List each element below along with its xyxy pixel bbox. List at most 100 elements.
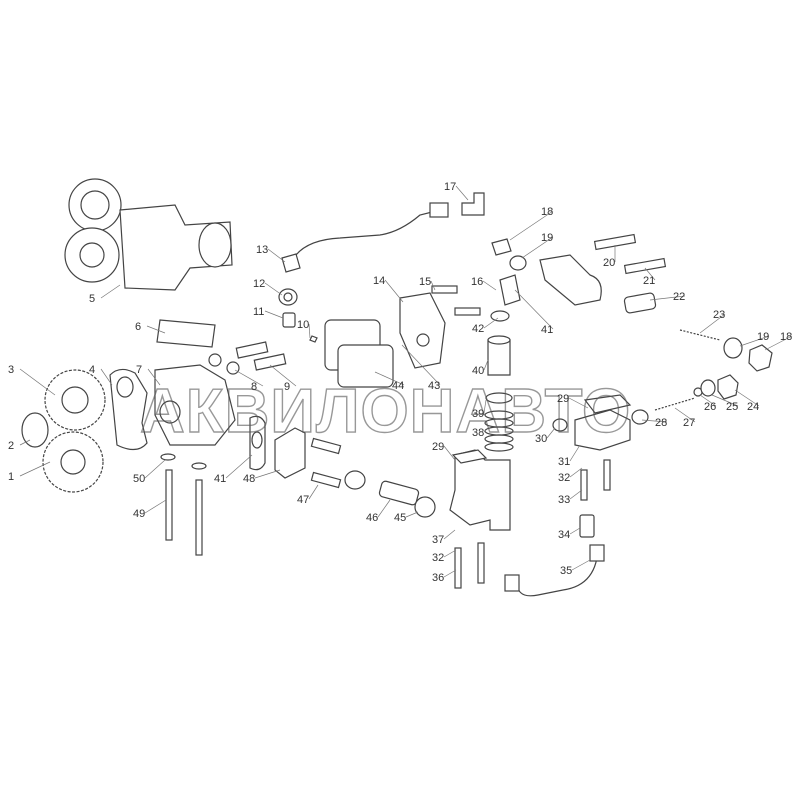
callout-22: 22 bbox=[673, 291, 685, 303]
callout-45: 45 bbox=[394, 512, 406, 524]
callout-19: 19 bbox=[541, 232, 553, 244]
part-drawings bbox=[21, 178, 773, 597]
callout-40: 40 bbox=[472, 365, 484, 377]
leader-line bbox=[571, 559, 591, 571]
callout-8: 8 bbox=[251, 381, 257, 393]
callout-21: 21 bbox=[643, 275, 655, 287]
leader-line bbox=[405, 511, 419, 518]
callout-43: 43 bbox=[428, 380, 440, 392]
callout-3: 3 bbox=[8, 364, 14, 376]
leader-line bbox=[764, 335, 793, 351]
leader-line bbox=[734, 389, 760, 407]
leader-line bbox=[546, 427, 556, 439]
callout-46: 46 bbox=[366, 512, 378, 524]
leader-line bbox=[269, 364, 297, 387]
callout-44: 44 bbox=[392, 380, 404, 392]
callout-17: 17 bbox=[444, 181, 456, 193]
leader-line bbox=[644, 267, 656, 281]
leader-line bbox=[401, 344, 441, 386]
leader-line bbox=[308, 323, 311, 339]
callout-9: 9 bbox=[284, 381, 290, 393]
leader-line bbox=[100, 368, 113, 386]
leader-line bbox=[483, 317, 499, 329]
callout-39: 39 bbox=[472, 408, 484, 420]
leader-line bbox=[509, 210, 554, 241]
assembled-pump bbox=[64, 178, 233, 291]
callout-29: 29 bbox=[557, 393, 569, 405]
callout-49: 49 bbox=[133, 508, 145, 520]
spring-38 bbox=[484, 410, 514, 452]
leader-line bbox=[483, 399, 487, 414]
callout-5: 5 bbox=[89, 293, 95, 305]
callout-48: 48 bbox=[243, 473, 255, 485]
leader-line bbox=[19, 461, 51, 477]
callout-12: 12 bbox=[253, 278, 265, 290]
callout-10: 10 bbox=[297, 319, 309, 331]
callout-30: 30 bbox=[535, 433, 547, 445]
leader-line bbox=[641, 419, 668, 423]
callout-26: 26 bbox=[704, 401, 716, 413]
callout-14: 14 bbox=[373, 275, 385, 287]
leader-line bbox=[264, 282, 283, 296]
callout-38: 38 bbox=[472, 427, 484, 439]
leader-line bbox=[483, 429, 487, 433]
leader-line bbox=[234, 369, 264, 387]
callout-34: 34 bbox=[558, 529, 570, 541]
leader-line bbox=[264, 310, 284, 319]
leader-line bbox=[443, 445, 456, 461]
leader-line bbox=[19, 439, 31, 446]
leader-line bbox=[569, 467, 583, 478]
leader-line bbox=[674, 407, 696, 423]
callout-27: 27 bbox=[683, 417, 695, 429]
leader-line bbox=[267, 248, 286, 263]
callout-4: 4 bbox=[89, 364, 95, 376]
leader-line bbox=[569, 527, 581, 535]
callout-29: 29 bbox=[432, 441, 444, 453]
leader-lines bbox=[19, 185, 793, 578]
callout-16: 16 bbox=[471, 276, 483, 288]
callout-11: 11 bbox=[253, 306, 264, 318]
leader-line bbox=[308, 484, 319, 500]
callout-13: 13 bbox=[256, 244, 268, 256]
leader-line bbox=[225, 454, 253, 479]
callout-35: 35 bbox=[560, 565, 572, 577]
callout-50: 50 bbox=[133, 473, 145, 485]
leader-line bbox=[521, 236, 554, 259]
callout-32: 32 bbox=[432, 552, 444, 564]
callout-19: 19 bbox=[757, 331, 769, 343]
callout-42: 42 bbox=[472, 323, 484, 335]
leader-line bbox=[569, 489, 583, 500]
leader-line bbox=[711, 394, 739, 407]
leader-line bbox=[144, 499, 167, 514]
callout-25: 25 bbox=[726, 401, 738, 413]
callout-7: 7 bbox=[136, 364, 142, 376]
leader-line bbox=[483, 359, 489, 371]
leader-line bbox=[568, 397, 589, 409]
callout-36: 36 bbox=[432, 572, 444, 584]
leader-line bbox=[100, 284, 121, 299]
callout-2: 2 bbox=[8, 440, 14, 452]
leader-line bbox=[482, 280, 497, 291]
leader-line bbox=[254, 469, 281, 479]
callout-31: 31 bbox=[558, 456, 570, 468]
leader-line bbox=[384, 279, 404, 303]
callout-1: 1 bbox=[8, 471, 14, 483]
callout-6: 6 bbox=[135, 321, 141, 333]
callout-18: 18 bbox=[541, 206, 553, 218]
callout-15: 15 bbox=[419, 276, 431, 288]
callout-20: 20 bbox=[603, 257, 615, 269]
leader-line bbox=[443, 569, 457, 578]
callout-33: 33 bbox=[558, 494, 570, 506]
leader-line bbox=[455, 185, 469, 201]
leader-line bbox=[739, 335, 770, 347]
callout-23: 23 bbox=[713, 309, 725, 321]
callout-37: 37 bbox=[432, 534, 444, 546]
leader-line bbox=[146, 325, 166, 334]
leader-line bbox=[430, 280, 436, 291]
leader-line bbox=[377, 499, 391, 518]
callout-32: 32 bbox=[558, 472, 570, 484]
callout-24: 24 bbox=[747, 401, 759, 413]
leader-line bbox=[699, 394, 717, 407]
leader-line bbox=[374, 371, 405, 386]
